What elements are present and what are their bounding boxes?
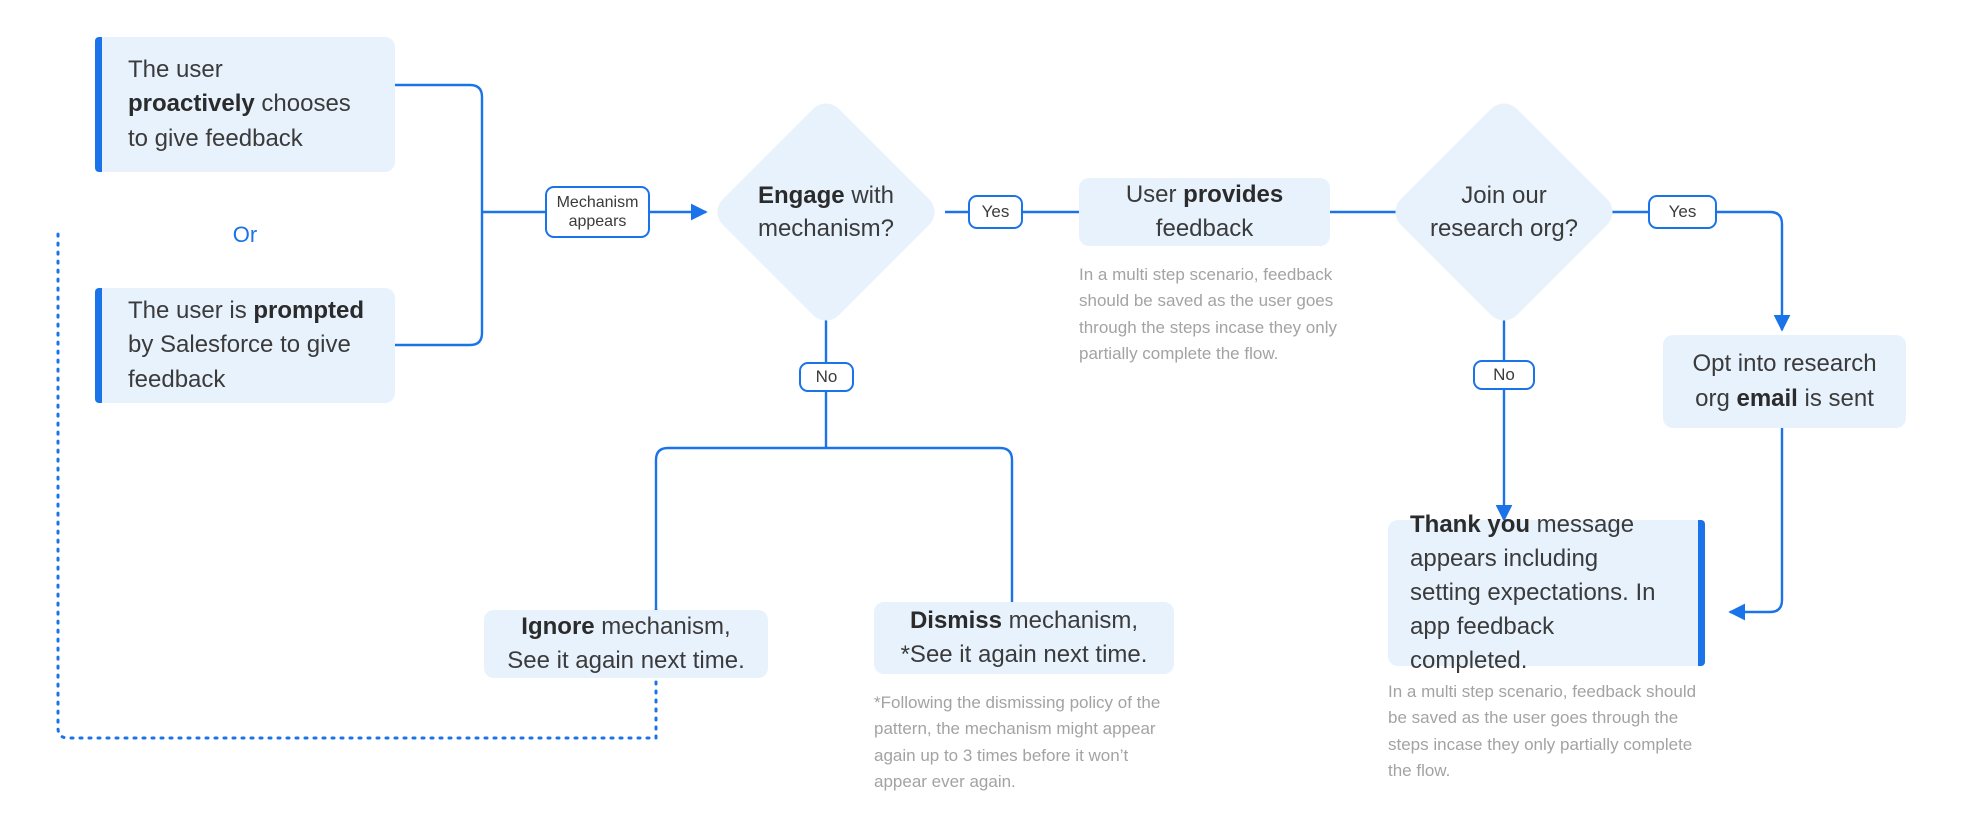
- mechanism-appears-line1: Mechanism: [556, 193, 639, 211]
- card-ignore-mechanism: Ignore mechanism, See it again next time…: [484, 610, 768, 678]
- edge-no-to-ignore: [654, 446, 826, 610]
- optin-bold: email: [1736, 384, 1798, 412]
- card-ignore-text: Ignore mechanism, See it again next time…: [504, 610, 748, 678]
- card-opt-in-email: Opt into research org email is sent: [1663, 335, 1906, 428]
- caption-thank-you: In a multi step scenario, feedback shoul…: [1388, 682, 1697, 781]
- engage-diamond-label: Engage with mechanism?: [711, 130, 941, 294]
- pill-yes-engage[interactable]: Yes: [968, 195, 1023, 229]
- card-prompted-feedback: The user is prompted by Salesforce to gi…: [95, 288, 395, 403]
- optin-post: is sent: [1797, 384, 1874, 412]
- user-provides-line2: feedback: [1155, 215, 1254, 242]
- dismiss-line2: *See it again next time.: [900, 641, 1148, 668]
- user-provides-bold: provides: [1183, 180, 1284, 208]
- ignore-rest: mechanism,: [594, 612, 731, 640]
- decision-join-research-org: Join our research org?: [1388, 96, 1620, 328]
- card-opt-in-email-text: Opt into research org email is sent: [1683, 347, 1886, 415]
- card-dismiss-mechanism: Dismiss mechanism, *See it again next ti…: [874, 602, 1174, 674]
- pill-mechanism-appears[interactable]: Mechanism appears: [545, 186, 650, 238]
- decision-engage-with-mechanism: Engage with mechanism?: [710, 96, 942, 328]
- prompted-line3: feedback: [128, 365, 226, 393]
- caption-user-provides: In a multi step scenario, feedback shoul…: [1079, 265, 1337, 364]
- pill-yes-research[interactable]: Yes: [1648, 195, 1717, 229]
- thankyou-rest: message appears including setting expect…: [1410, 510, 1656, 675]
- engage-bold: Engage: [757, 181, 845, 209]
- edge-no-to-dismiss: [826, 446, 1014, 610]
- mechanism-appears-line2: appears: [568, 213, 627, 230]
- join-line1: Join our: [1461, 181, 1547, 209]
- pill-no-engage[interactable]: No: [799, 362, 854, 392]
- proactive-line1b: chooses: [254, 90, 351, 118]
- optin-pre: org: [1695, 384, 1737, 412]
- join-line2: research org?: [1429, 215, 1579, 242]
- proactive-bold: proactively: [128, 90, 255, 118]
- caption-dismiss: *Following the dismissing policy of the …: [874, 693, 1161, 792]
- pill-no-research[interactable]: No: [1473, 360, 1535, 390]
- prompted-bold: prompted: [253, 297, 365, 325]
- dismiss-bold: Dismiss: [909, 606, 1002, 634]
- card-thank-you-text: Thank you message appears including sett…: [1410, 508, 1674, 678]
- edge-yes-to-optin: [1717, 210, 1791, 332]
- ignore-line2: See it again next time.: [507, 647, 745, 674]
- edge-proactive-to-merge: [395, 83, 484, 200]
- ignore-bold: Ignore: [521, 612, 595, 640]
- user-provides-pre: User: [1125, 180, 1184, 208]
- thankyou-bold: Thank you: [1410, 510, 1531, 538]
- engage-rest: with: [844, 181, 895, 209]
- proactive-line3: to give feedback: [128, 124, 303, 152]
- card-prompted-text: The user is prompted by Salesforce to gi…: [128, 294, 377, 396]
- edge-prompted-to-merge: [395, 200, 484, 347]
- prompted-pre: The user is: [128, 297, 254, 325]
- or-separator-label: Or: [232, 222, 258, 247]
- card-proactive-feedback: The user proactively chooses to give fee…: [95, 37, 395, 172]
- edge-optin-to-thankyou: [1728, 428, 1784, 621]
- card-user-provides-feedback: User provides feedback: [1079, 178, 1330, 246]
- card-proactive-text: The user proactively chooses to give fee…: [128, 53, 377, 155]
- join-diamond-label: Join our research org?: [1384, 130, 1624, 294]
- dismiss-rest: mechanism,: [1002, 606, 1139, 634]
- engage-line2: mechanism?: [757, 215, 895, 242]
- optin-line1: Opt into research: [1692, 350, 1877, 378]
- proactive-line1: The user: [128, 56, 223, 84]
- prompted-line2: by Salesforce to give: [128, 331, 351, 359]
- card-thank-you-message: Thank you message appears including sett…: [1388, 511, 1705, 674]
- card-user-provides-text: User provides feedback: [1099, 178, 1310, 246]
- card-dismiss-text: Dismiss mechanism, *See it again next ti…: [894, 604, 1154, 672]
